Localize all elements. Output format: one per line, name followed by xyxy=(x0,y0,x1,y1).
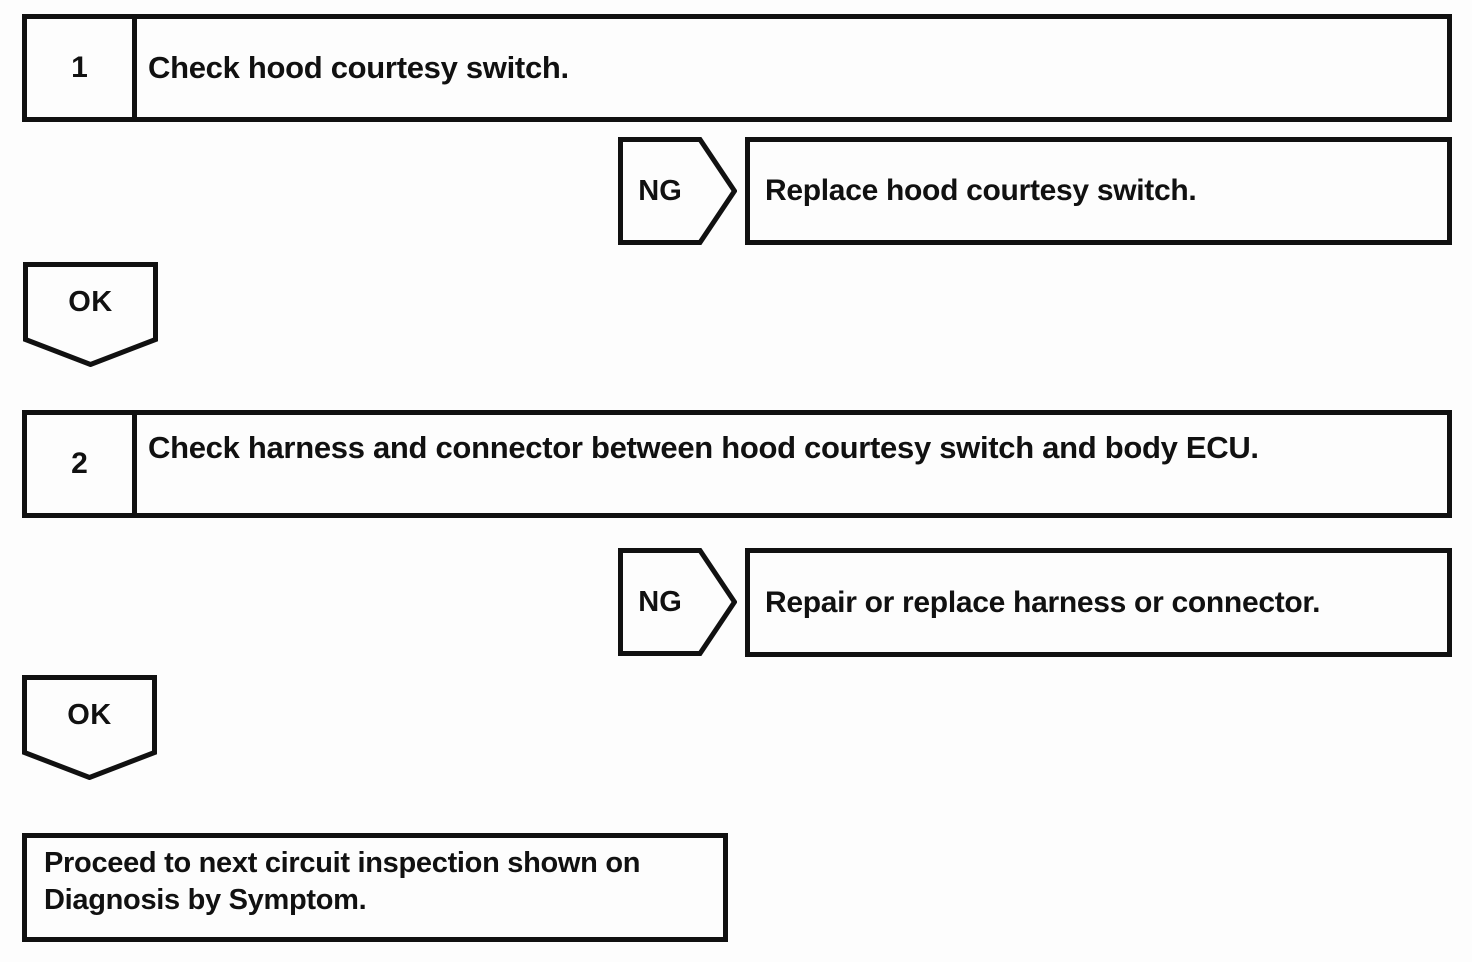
ok-label-2: OK xyxy=(67,698,112,731)
ok-label-1: OK xyxy=(68,285,113,318)
ng-pentagon-shape-1 xyxy=(618,137,737,245)
final-action-box: Proceed to next circuit inspection shown… xyxy=(22,833,728,942)
ok-pentagon-shape-2 xyxy=(22,675,157,780)
ok-connector-2: OK xyxy=(22,675,157,780)
step-2-instruction: Check harness and connector between hood… xyxy=(148,430,1259,465)
ng-action-text-1: Replace hood courtesy switch. xyxy=(765,174,1197,207)
ng-connector-1: NG xyxy=(618,137,737,245)
ng-connector-2: NG xyxy=(618,548,737,656)
step-2-box: 2 Check harness and connector between ho… xyxy=(22,410,1452,518)
ok-connector-1: OK xyxy=(23,262,158,367)
ng-label-1: NG xyxy=(638,174,682,207)
ng-action-text-2: Repair or replace harness or connector. xyxy=(765,585,1321,619)
ng-action-box-1: Replace hood courtesy switch. xyxy=(745,137,1452,245)
step-1-instruction: Check hood courtesy switch. xyxy=(148,50,569,85)
ng-action-box-2: Repair or replace harness or connector. xyxy=(745,548,1452,657)
step-2-number: 2 xyxy=(27,415,137,513)
final-action-line-1: Proceed to next circuit inspection shown… xyxy=(44,847,641,879)
step-1-box: 1 Check hood courtesy switch. xyxy=(22,14,1452,122)
ng-label-2: NG xyxy=(638,585,682,618)
step-1-number: 1 xyxy=(27,19,137,117)
final-action-line-2: Diagnosis by Symptom. xyxy=(44,884,367,916)
ok-pentagon-shape-1 xyxy=(23,262,158,367)
ng-pentagon-shape-2 xyxy=(618,548,737,656)
